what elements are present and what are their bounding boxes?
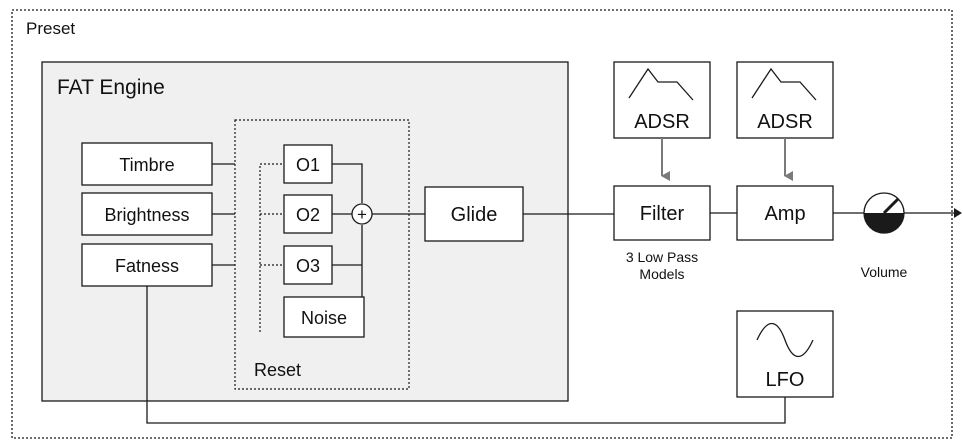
volume-knob-fill — [864, 213, 904, 233]
mixer-sum: + — [351, 203, 373, 225]
noise-label: Noise — [301, 308, 347, 328]
preset-label: Preset — [26, 19, 75, 38]
preset-frame — [11, 9, 953, 439]
brightness-control[interactable]: Brightness — [81, 192, 213, 236]
filter-label: Filter — [640, 203, 685, 225]
amp-label: Amp — [764, 203, 805, 225]
adsr-shape-icon — [751, 67, 817, 101]
amp-module[interactable]: Amp — [736, 185, 834, 241]
reset-bus — [259, 163, 284, 332]
oscillator-1-label: O1 — [296, 155, 320, 175]
filter-adsr-envelope[interactable]: ADSR — [613, 61, 711, 139]
lfo-module[interactable]: LFO — [736, 310, 834, 398]
glide-label: Glide — [451, 204, 498, 226]
brightness-label: Brightness — [104, 205, 189, 225]
fat-engine-title: FAT Engine — [57, 76, 165, 99]
oscillator-bus — [332, 163, 363, 297]
amp-adsr-label: ADSR — [757, 111, 813, 133]
amp-adsr-envelope[interactable]: ADSR — [736, 61, 834, 139]
reset-group — [234, 119, 410, 390]
oscillator-2-label: O2 — [296, 205, 320, 225]
volume-knob[interactable] — [863, 192, 905, 234]
fatness-control[interactable]: Fatness — [81, 243, 213, 287]
lfo-modulation-wire — [146, 286, 786, 424]
mixer-sum-symbol: + — [357, 205, 367, 224]
sine-wave-icon — [756, 322, 814, 358]
glide-module[interactable]: Glide — [424, 186, 524, 242]
timbre-control[interactable]: Timbre — [81, 142, 213, 186]
oscillator-2[interactable]: O2 — [283, 194, 333, 234]
reset-label: Reset — [254, 360, 301, 380]
lfo-label: LFO — [766, 369, 805, 391]
output-arrow-icon — [954, 208, 962, 218]
filter-note-line2: Models — [639, 266, 684, 282]
oscillator-3[interactable]: O3 — [283, 245, 333, 285]
fatness-label: Fatness — [115, 256, 179, 276]
noise-generator[interactable]: Noise — [283, 296, 365, 338]
filter-adsr-label: ADSR — [634, 111, 690, 133]
volume-label: Volume — [861, 264, 908, 280]
filter-module[interactable]: Filter — [613, 185, 711, 241]
volume-knob-pointer — [882, 197, 900, 215]
oscillator-3-label: O3 — [296, 256, 320, 276]
adsr-shape-icon — [628, 67, 694, 101]
timbre-label: Timbre — [119, 155, 174, 175]
oscillator-1[interactable]: O1 — [283, 144, 333, 184]
filter-note-line1: 3 Low Pass — [626, 249, 698, 265]
